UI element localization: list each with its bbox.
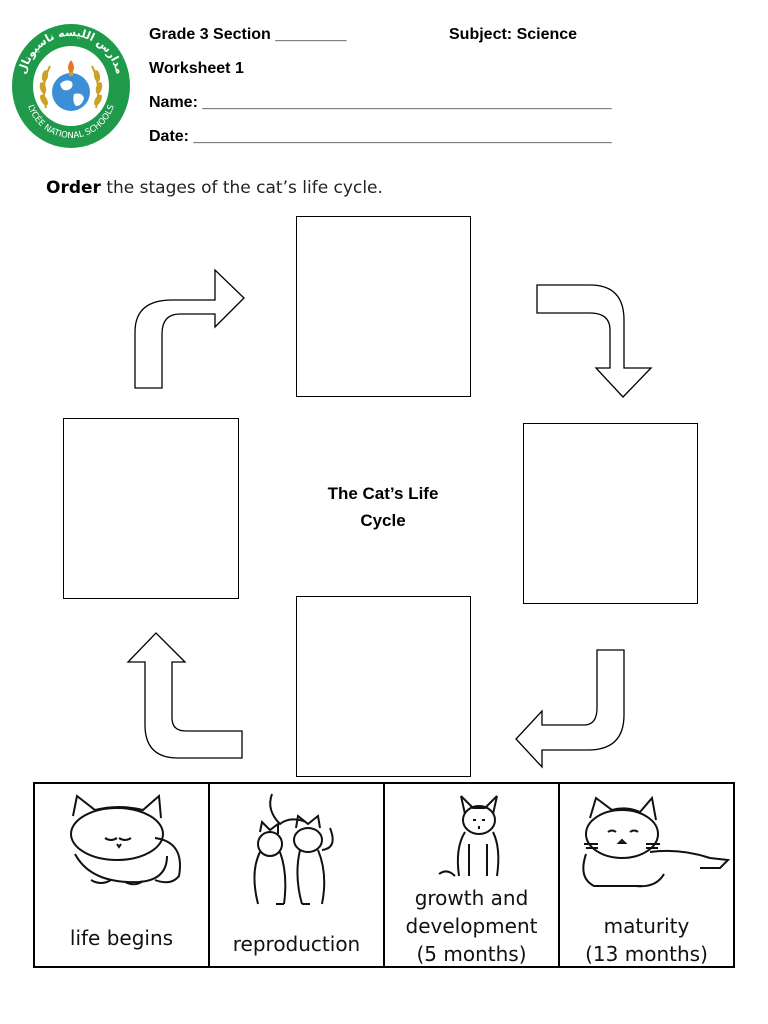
arrow-bottom-left-icon — [126, 632, 243, 759]
diagram-title: The Cat’s Life Cycle — [300, 480, 466, 534]
instruction-bold: Order — [46, 178, 101, 198]
answer-box-bottom[interactable] — [296, 596, 471, 777]
card-label-reproduction: reproduction — [210, 930, 383, 958]
arrow-bottom-right-icon — [515, 649, 625, 769]
answer-box-top[interactable] — [296, 216, 471, 397]
grade-section-field: Grade 3 Section ________ — [149, 26, 347, 43]
answer-box-right[interactable] — [523, 423, 698, 604]
arrow-top-left-icon — [134, 268, 245, 389]
card-label-line: (5 months) — [416, 942, 527, 966]
answer-box-left[interactable] — [63, 418, 239, 599]
card-label-maturity: maturity (13 months) — [560, 912, 733, 968]
instruction-text: Order the stages of the cat’s life cycle… — [46, 178, 383, 198]
card-label-line: maturity — [603, 914, 690, 938]
name-field: Name: __________________________________… — [149, 94, 612, 111]
adult-cat-icon — [560, 788, 733, 898]
stage-card-reproduction[interactable]: reproduction — [210, 784, 385, 966]
school-logo: مدارس الليسه ناسيونال LYCÉE NATIONAL SCH… — [10, 22, 132, 150]
worksheet-label: Worksheet 1 — [149, 60, 244, 77]
instruction-rest: the stages of the cat’s life cycle. — [100, 178, 383, 198]
young-cat-icon — [385, 788, 558, 898]
card-label-line: (13 months) — [585, 942, 708, 966]
card-label-line: development — [405, 914, 538, 938]
stage-card-life-begins[interactable]: life begins — [35, 784, 210, 966]
card-label-growth: growth and development (5 months) — [385, 884, 558, 968]
stage-cards: life begins reproduction — [33, 782, 735, 968]
card-label-line: reproduction — [232, 932, 361, 956]
stage-card-maturity[interactable]: maturity (13 months) — [560, 784, 733, 966]
diagram-title-line1: The Cat’s Life — [327, 484, 439, 503]
diagram-title-line2: Cycle — [360, 511, 406, 530]
date-field: Date: __________________________________… — [149, 128, 612, 145]
card-label-life-begins: life begins — [35, 924, 208, 952]
arrow-top-right-icon — [536, 284, 653, 398]
stage-card-growth[interactable]: growth and development (5 months) — [385, 784, 560, 966]
kitten-icon — [35, 788, 208, 898]
subject-label: Subject: Science — [449, 26, 578, 43]
card-label-line: growth and — [414, 886, 529, 910]
card-label-line: life begins — [69, 926, 174, 950]
cat-pair-icon — [210, 788, 383, 905]
